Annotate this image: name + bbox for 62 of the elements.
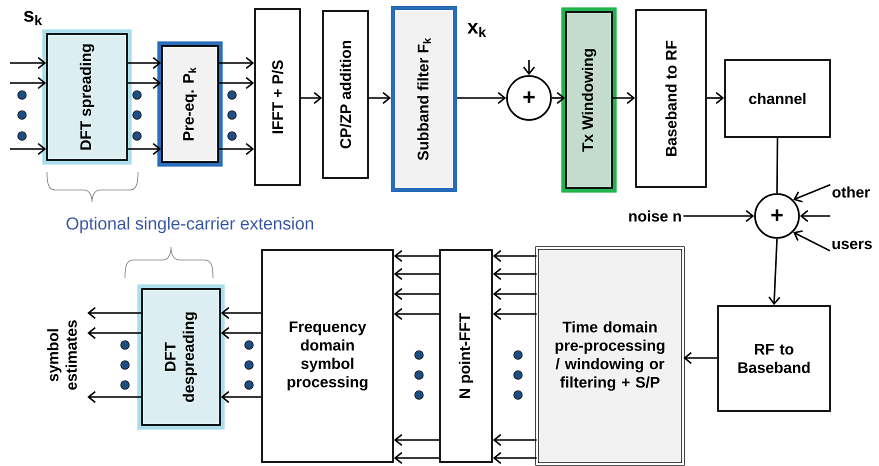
arrow [10, 143, 46, 155]
arrow [394, 434, 440, 446]
output-label: symbol estimates [47, 320, 77, 390]
arrow [523, 60, 535, 76]
signal-label: other [832, 186, 870, 198]
process-box: Tx Windowing [561, 7, 617, 193]
signal-label: users [832, 240, 872, 250]
arrow [394, 250, 440, 262]
signal-label: s$_{k}$ [24, 10, 42, 26]
arrow [300, 92, 322, 104]
arrow [492, 434, 537, 446]
process-box: DFT despreading [137, 284, 225, 430]
arrow [218, 57, 254, 69]
arrow [706, 92, 724, 104]
arrow [87, 327, 142, 339]
arrow [394, 308, 440, 320]
arrow [768, 238, 780, 306]
process-box: DFT spreading [42, 29, 132, 165]
process-box: N point-FFT [439, 249, 493, 463]
arrow [220, 307, 262, 319]
signal-label: x$_{k}$ [467, 22, 486, 38]
arrow [10, 57, 46, 69]
process-box: CP/ZP addition [322, 10, 369, 179]
arrow [793, 230, 830, 252]
arrow [218, 143, 254, 155]
process-box: IFFT + P/S [254, 8, 301, 186]
arrow [492, 308, 537, 320]
arrow [683, 210, 754, 222]
arrow [218, 77, 254, 89]
process-box: Time domain pre-processing / windowing or filtering + S/P [535, 246, 685, 466]
annotation-text: Optional single-carrier extension [66, 216, 314, 234]
arrow [612, 92, 636, 104]
arrow [683, 352, 718, 364]
arrow [368, 92, 391, 104]
signal-label: noise n [629, 210, 681, 222]
arrow [492, 250, 537, 262]
process-box: Frequency domain symbol processing [261, 249, 394, 463]
arrow [10, 77, 46, 89]
arrow [394, 452, 440, 464]
arrow [552, 92, 566, 104]
process-box: RF to Baseband [717, 305, 831, 412]
arrow [87, 307, 142, 319]
summing-junction: + [506, 75, 552, 121]
arrow [128, 143, 162, 155]
arrow [87, 391, 142, 403]
process-box: Pre-eq. P$_{k}$ [157, 41, 223, 167]
arrow [800, 210, 830, 222]
arrow [492, 288, 537, 300]
arrow [394, 268, 440, 280]
filter-box: Subband filter F$_{k}$ [391, 6, 457, 192]
arrow [128, 77, 162, 89]
arrow [128, 57, 162, 69]
arrow [220, 391, 262, 403]
arrow [220, 327, 262, 339]
arrow [457, 92, 506, 104]
channel-box: channel [724, 59, 831, 138]
summing-junction: + [754, 193, 800, 239]
arrow [793, 184, 831, 203]
process-box: Baseband to RF [635, 9, 707, 188]
arrow [492, 452, 537, 464]
arrow [394, 288, 440, 300]
arrow [492, 268, 537, 280]
